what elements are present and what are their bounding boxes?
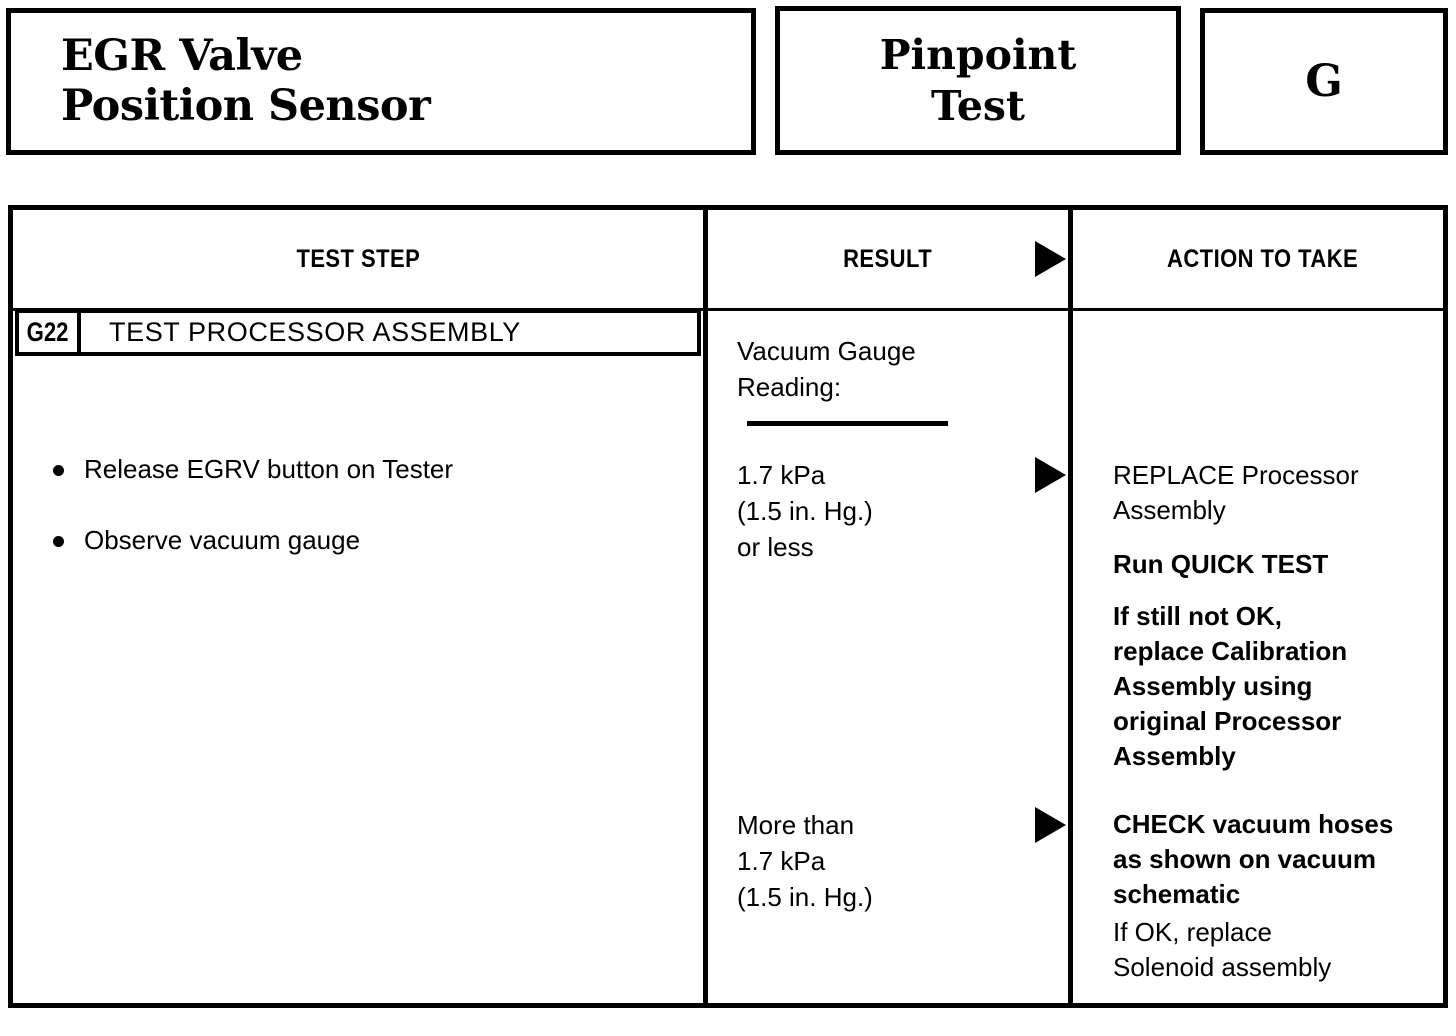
action-outcome-2-item-1-line-3: schematic xyxy=(1113,879,1241,910)
page-title: EGR Valve Position Sensor xyxy=(61,31,431,131)
list-item: Release EGRV button on Tester xyxy=(53,454,673,485)
column-divider-2 xyxy=(1068,210,1073,1003)
column-header-result-label: RESULT xyxy=(843,244,933,273)
step-title-box: TEST PROCESSOR ASSEMBLY xyxy=(81,309,701,356)
action-outcome-2-item-2: If OK, replace Solenoid assembly xyxy=(1113,915,1433,985)
action-outcome-1-item-2-line-1: Run QUICK TEST xyxy=(1113,549,1329,579)
list-item-label: Observe vacuum gauge xyxy=(84,525,361,555)
test-letter: G xyxy=(1305,55,1343,107)
test-letter-box: G xyxy=(1200,8,1448,155)
page-title-line-2: Position Sensor xyxy=(61,80,431,131)
step-title-label: TEST PROCESSOR ASSEMBLY xyxy=(109,317,521,347)
action-outcome-1-item-3-line-3: Assembly using xyxy=(1113,671,1313,702)
step-code-label: G22 xyxy=(27,317,69,347)
result-outcome-2-line-2: 1.7 kPa xyxy=(737,845,826,876)
column-header-test-step-label: TEST STEP xyxy=(296,244,420,273)
action-outcome-2-item-1-line-2: as shown on vacuum xyxy=(1113,844,1376,875)
column-header-test-step: TEST STEP xyxy=(13,210,703,308)
column-header-result: RESULT xyxy=(708,210,1068,308)
test-type-label: Pinpoint Test xyxy=(880,30,1077,130)
column-header-action-label: ACTION TO TAKE xyxy=(1167,244,1359,273)
page-title-line-1: EGR Valve xyxy=(61,31,303,82)
right-triangle-arrow-icon-row-1 xyxy=(1035,457,1066,493)
list-item: Observe vacuum gauge xyxy=(53,525,673,556)
result-outcome-2-line-1: More than xyxy=(737,810,855,840)
action-outcome-1-item-3: If still not OK, replace Calibration Ass… xyxy=(1113,599,1433,774)
result-label-line-1: Vacuum Gauge xyxy=(737,336,916,366)
column-divider-1 xyxy=(703,210,708,1003)
bullet-dot-icon xyxy=(53,536,64,547)
result-label-underline xyxy=(747,421,948,426)
result-outcome-2-line-3: (1.5 in. Hg.) xyxy=(737,881,873,912)
action-outcome-1-item-2: Run QUICK TEST xyxy=(1113,547,1433,582)
right-triangle-arrow-icon-header xyxy=(1035,241,1066,277)
bullet-dot-icon xyxy=(53,465,64,476)
column-header-action-to-take: ACTION TO TAKE xyxy=(1073,210,1453,308)
action-outcome-1-item-3-line-4: original Processor xyxy=(1113,706,1342,737)
pinpoint-test-table: TEST STEP RESULT ACTION TO TAKE G22 TEST… xyxy=(8,205,1448,1008)
action-outcome-2-item-1: CHECK vacuum hoses as shown on vacuum sc… xyxy=(1113,807,1433,912)
action-outcome-1-item-1-line-1: REPLACE Processor xyxy=(1113,460,1359,490)
page-title-box: EGR Valve Position Sensor xyxy=(6,8,756,155)
list-item-label: Release EGRV button on Tester xyxy=(84,454,454,484)
action-outcome-2-item-1-line-1: CHECK vacuum hoses xyxy=(1113,809,1394,839)
action-outcome-1-item-3-line-2: replace Calibration xyxy=(1113,636,1348,667)
result-label: Vacuum Gauge Reading: xyxy=(737,334,916,406)
test-type-line-2: Test xyxy=(931,81,1025,130)
right-triangle-arrow-icon-row-2 xyxy=(1035,807,1066,843)
action-outcome-1-item-1: REPLACE Processor Assembly xyxy=(1113,458,1433,528)
action-outcome-2-item-2-line-2: Solenoid assembly xyxy=(1113,952,1332,983)
action-outcome-2-item-2-line-1: If OK, replace xyxy=(1113,917,1272,947)
action-outcome-1-item-3-line-5: Assembly xyxy=(1113,741,1236,772)
test-type-line-1: Pinpoint xyxy=(879,31,1077,80)
test-step-header: G22 TEST PROCESSOR ASSEMBLY xyxy=(15,309,701,357)
header-row-divider xyxy=(13,308,1443,311)
action-outcome-1-item-1-line-2: Assembly xyxy=(1113,495,1226,526)
result-outcome-1: 1.7 kPa (1.5 in. Hg.) or less xyxy=(737,458,873,566)
step-instruction-list: Release EGRV button on Tester Observe va… xyxy=(53,454,673,596)
result-outcome-1-line-1: 1.7 kPa xyxy=(737,460,826,490)
result-outcome-2: More than 1.7 kPa (1.5 in. Hg.) xyxy=(737,808,873,916)
result-label-line-2: Reading: xyxy=(737,371,842,402)
result-outcome-1-line-3: or less xyxy=(737,531,814,562)
action-outcome-1-item-3-line-1: If still not OK, xyxy=(1113,601,1282,631)
step-code-badge: G22 xyxy=(15,309,81,356)
test-type-box: Pinpoint Test xyxy=(775,6,1181,155)
result-outcome-1-line-2: (1.5 in. Hg.) xyxy=(737,495,873,526)
